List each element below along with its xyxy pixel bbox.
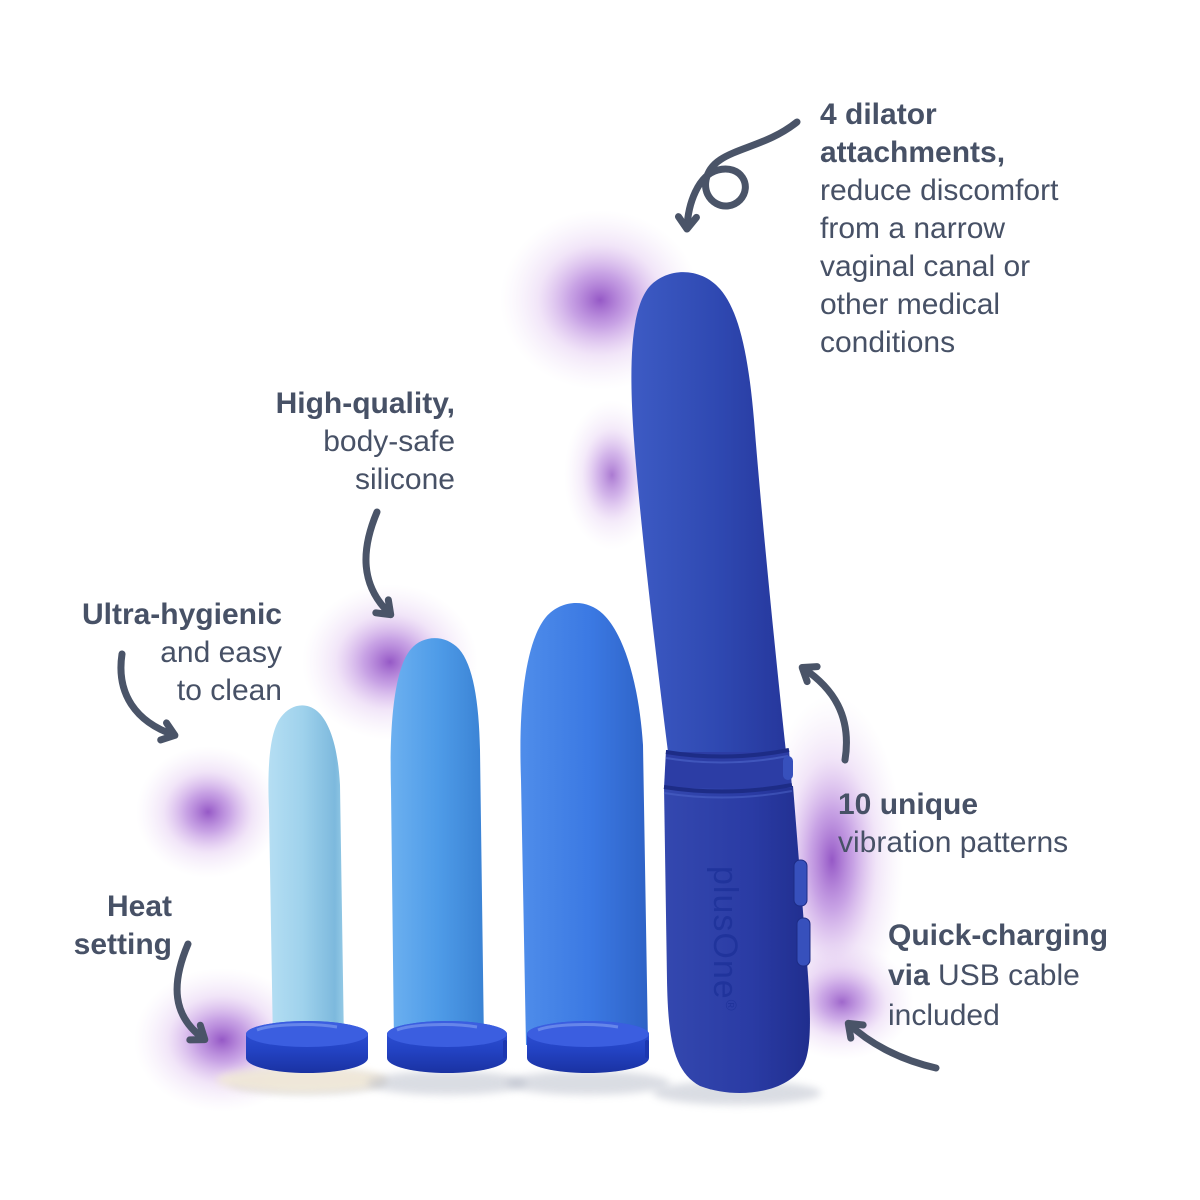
- callout-line: vibration patterns: [838, 826, 1069, 859]
- callout-line: Ultra-hygienic: [81, 598, 282, 631]
- callout-line: other medical: [820, 288, 1001, 321]
- callout-line: Quick-charging: [888, 919, 1109, 952]
- callout-line: High-quality,: [275, 387, 455, 420]
- power-button: [793, 859, 808, 907]
- callout-silicone: High-quality, body-safe silicone: [180, 385, 455, 499]
- callout-line: from a narrow: [820, 212, 1006, 245]
- shadow: [367, 1071, 527, 1095]
- large-dilator: [520, 603, 648, 1045]
- dilator-base-medium: [387, 1021, 507, 1073]
- plusone-logo: plusOne®: [706, 866, 744, 1012]
- control-button: [796, 917, 811, 967]
- purple-glow: [136, 746, 280, 878]
- callout-line: 4 dilator: [820, 98, 937, 131]
- callout-line: 10 unique: [838, 788, 979, 821]
- callout-line: vaginal canal or: [820, 250, 1031, 283]
- callout-charging: Quick-charging via USB cable included: [888, 916, 1188, 1036]
- shadow: [506, 1071, 670, 1095]
- callout-line: via USB cable: [888, 956, 1188, 996]
- callout-line: setting: [73, 928, 172, 961]
- callout-line: silicone: [354, 463, 455, 496]
- arrow-hygienic: [117, 650, 179, 744]
- medium-dilator: [390, 638, 484, 1045]
- floor-highlight: [216, 1067, 388, 1093]
- vibrator-attachment: [631, 272, 786, 752]
- callout-line-bold-part: via: [888, 959, 930, 992]
- callout-line: included: [888, 999, 1000, 1032]
- callout-line: body-safe: [323, 425, 455, 458]
- arrow-charging: [844, 1019, 940, 1072]
- dilator-base-small: [246, 1021, 368, 1073]
- arrow-vibration: [798, 663, 850, 764]
- arrow-group: [117, 118, 940, 1072]
- callout-line: reduce discomfort: [820, 174, 1059, 207]
- callout-line: to clean: [176, 674, 282, 707]
- callout-dilator-attachments: 4 dilator attachments, reduce discomfort…: [820, 96, 1150, 362]
- side-bump: [783, 756, 793, 780]
- seam-rings: [663, 748, 793, 799]
- callout-line: conditions: [820, 326, 956, 359]
- small-dilator: [268, 705, 344, 1045]
- arrow-silicone: [362, 508, 395, 619]
- callout-line: attachments,: [820, 136, 1006, 169]
- vibrator-handle: [664, 786, 810, 1094]
- shadow-group: [216, 1067, 821, 1105]
- callout-vibration: 10 unique vibration patterns: [838, 786, 1168, 862]
- callout-line: and easy: [160, 636, 282, 669]
- registered-mark: ®: [722, 1000, 739, 1012]
- arrow-heat-setting: [173, 940, 209, 1044]
- dilator-base-large: [527, 1021, 649, 1073]
- dilator-bases: [246, 1021, 649, 1073]
- callout-hygienic: Ultra-hygienic and easy to clean: [20, 596, 282, 710]
- callout-line: Heat: [106, 890, 172, 923]
- plusone-logo-text: plusOne: [706, 866, 744, 1000]
- callout-line-part: USB cable: [929, 959, 1080, 992]
- callout-heat-setting: Heat setting: [20, 888, 172, 964]
- arrow-dilator-attachments: [674, 118, 801, 233]
